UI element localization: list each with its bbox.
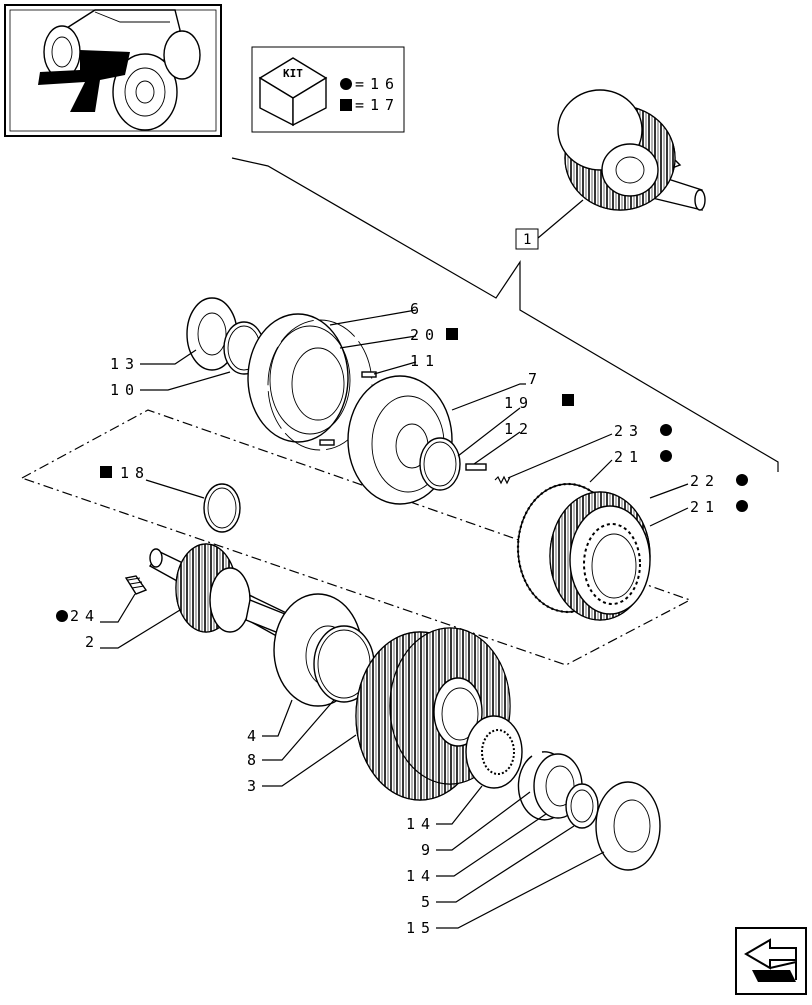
callout-23[interactable]: 23	[614, 422, 644, 440]
part-5-ring	[565, 783, 599, 829]
callout-21-lower[interactable]: 21	[690, 498, 720, 516]
callout-24[interactable]: 24	[70, 607, 100, 625]
part-15-seal	[595, 781, 661, 871]
callout-6[interactable]: 6	[410, 300, 425, 318]
callout-10[interactable]: 10	[110, 381, 140, 399]
part-19-o-ring	[419, 437, 461, 491]
callout-19[interactable]: 19	[504, 394, 534, 412]
callout-labels: 1 6 20 11 13 10 7 19 12 23 21 22 21 18 2…	[56, 228, 748, 937]
circle-marker-icon	[736, 500, 748, 512]
part-18-o-ring	[203, 483, 241, 533]
square-marker-icon	[340, 99, 352, 111]
callout-11[interactable]: 11	[410, 352, 440, 370]
callout-3[interactable]: 3	[247, 777, 262, 795]
part-21-22-clutch-discs	[516, 482, 651, 621]
callout-14-upper[interactable]: 14	[406, 815, 436, 833]
callout-12[interactable]: 12	[504, 420, 534, 438]
reference-callout-1[interactable]: 1	[515, 228, 539, 250]
circle-marker-icon	[660, 450, 672, 462]
kit-box-icon: KIT	[258, 57, 328, 127]
previous-page-arrow-icon[interactable]	[735, 927, 807, 995]
callout-4[interactable]: 4	[247, 727, 262, 745]
square-marker-icon	[446, 328, 458, 340]
part-14-needle-bearing	[465, 715, 523, 789]
square-kit-quantity: =17	[355, 96, 400, 114]
part-11-pins	[319, 371, 377, 446]
callout-14-lower[interactable]: 14	[406, 867, 436, 885]
svg-text:1: 1	[523, 232, 531, 248]
circle-marker-icon	[340, 78, 352, 90]
callout-5[interactable]: 5	[421, 893, 436, 911]
callout-2[interactable]: 2	[85, 633, 100, 651]
circle-kit-quantity: =16	[355, 75, 400, 93]
tractor-thumbnail-icon[interactable]	[4, 4, 222, 137]
leader-lines	[100, 199, 689, 929]
part-24-set-screw	[124, 575, 148, 595]
circle-marker-icon	[736, 474, 748, 486]
circle-marker-icon	[660, 424, 672, 436]
callout-22[interactable]: 22	[690, 472, 720, 490]
callout-13[interactable]: 13	[110, 355, 140, 373]
callout-7[interactable]: 7	[528, 370, 543, 388]
part-6-clutch-housing	[247, 313, 351, 443]
callout-8[interactable]: 8	[247, 751, 262, 769]
callout-21-upper[interactable]: 21	[614, 448, 644, 466]
part-23-spring	[494, 475, 511, 485]
square-marker-icon	[562, 394, 574, 406]
square-marker-icon	[100, 466, 112, 478]
section-divider-lines	[20, 157, 779, 666]
part-12-pin	[465, 463, 487, 471]
callout-18[interactable]: 18	[120, 464, 150, 482]
callout-20[interactable]: 20	[410, 326, 440, 344]
callout-9[interactable]: 9	[421, 841, 436, 859]
callout-15[interactable]: 15	[406, 919, 436, 937]
kit-label: KIT	[283, 67, 303, 80]
kit-box: KIT =16 =17	[251, 46, 405, 133]
reference-gear-assembly	[557, 89, 706, 211]
circle-marker-icon	[56, 610, 68, 622]
part-20-snap-ring	[267, 319, 373, 451]
